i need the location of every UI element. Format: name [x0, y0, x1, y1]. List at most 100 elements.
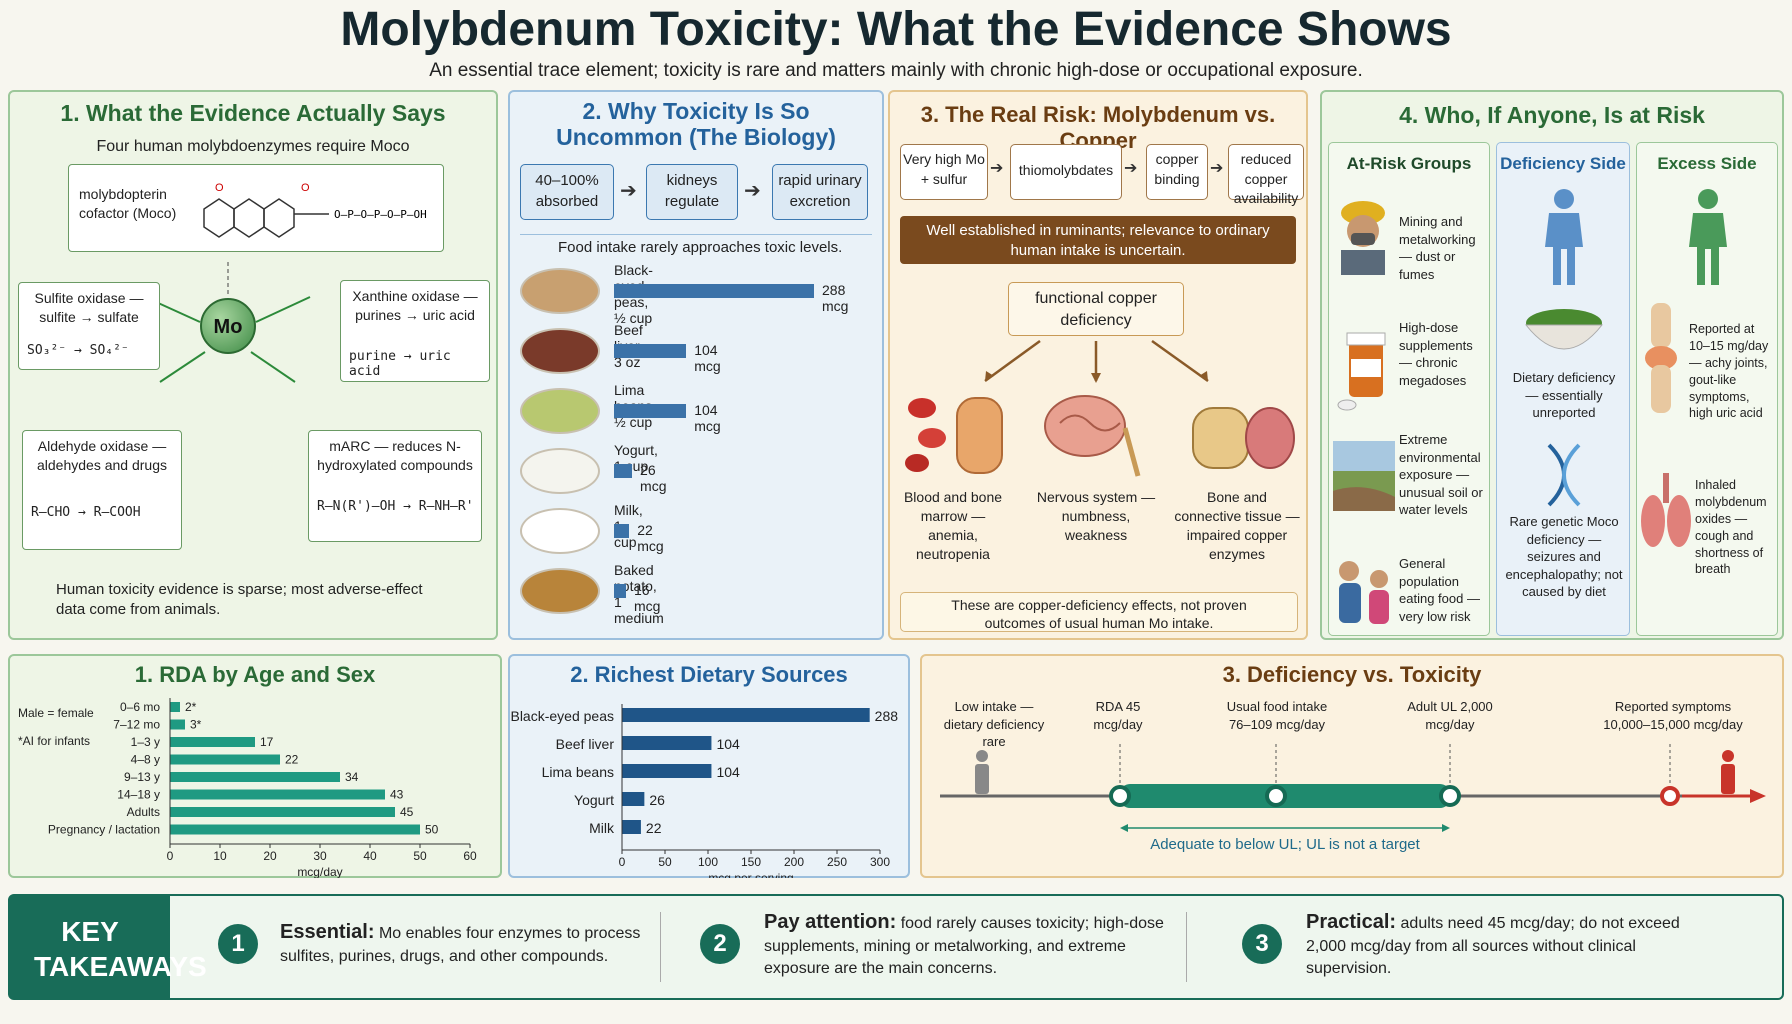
risk-group-supplements: High-dose supplements — chronic megadose… [1399, 320, 1473, 388]
svg-text:O: O [301, 182, 310, 194]
risk-group-environment: Extreme environmental exposure — unusual… [1399, 432, 1483, 518]
category-label: Milk [589, 820, 615, 836]
x-tick-label: 300 [870, 855, 890, 869]
food-image [520, 328, 600, 374]
food-bar [614, 464, 633, 478]
lungs-icon [1641, 473, 1691, 547]
flow-reduced-copper: reduced copper availability [1228, 144, 1304, 206]
value-label: 26 [649, 792, 665, 808]
value-label: 45 [400, 805, 414, 819]
biology-panel: 2. Why Toxicity Is So Uncommon (The Biol… [508, 90, 884, 640]
evidence-panel-title: 1. What the Evidence Actually Says [60, 100, 446, 126]
value-label: 2* [185, 700, 197, 714]
category-label: Beef liver [556, 736, 615, 752]
bar [170, 702, 180, 712]
copper-panel: 3. The Real Risk: Molybdenum vs. Copper … [888, 90, 1308, 640]
at-risk-column: At-Risk Groups Mining and metalworking —… [1328, 142, 1490, 636]
bar [622, 736, 712, 750]
bar [170, 807, 395, 817]
bar [622, 764, 712, 778]
moco-structure-icon: O–P–O–P–O–P–OH O O [203, 182, 427, 238]
value-label: 22 [646, 820, 662, 836]
bar [170, 737, 255, 747]
enzyme-aldehyde-oxidase: Aldehyde oxidase — aldehydes and drugs R… [22, 430, 182, 550]
food-image [520, 388, 600, 434]
svg-text:O: O [215, 182, 224, 194]
food-label: Black-eyed peas, ½ cup [614, 262, 653, 326]
value-label: 17 [260, 735, 274, 749]
mo-atom: Mo [200, 298, 256, 354]
food-value: 104 mcg [694, 402, 721, 434]
bar [170, 754, 280, 765]
food-image [520, 508, 600, 554]
supplements-icon [1337, 332, 1386, 411]
takeaway-head: Practical: [1306, 911, 1397, 933]
effect-arrows [984, 339, 1209, 383]
x-tick-label: 250 [827, 855, 847, 869]
takeaway-body: Mo enables four enzymes to process sulfi… [280, 925, 641, 965]
flow-kidneys: kidneys regulate [646, 164, 738, 220]
flow-mo-sulfur: Very high Mo + sulfur [900, 144, 988, 200]
sources-panel: 2. Richest Dietary Sources Black-eyed pe… [508, 654, 910, 878]
value-label: 288 [875, 708, 899, 724]
food-bar [614, 584, 626, 598]
enzyme-label: mARC — reduces N-hydroxylated compounds [317, 438, 473, 473]
moco-box: molybdopterin cofactor (Moco) O–P–O–P–O–… [68, 164, 444, 252]
enzyme-reaction: SO₃²⁻ → SO₄²⁻ [27, 343, 129, 358]
value-label: 34 [345, 770, 359, 784]
arrow-icon: ➔ [744, 180, 761, 202]
food-image [520, 268, 600, 314]
deficiency-dietary: Dietary deficiency — essentially unrepor… [1512, 370, 1616, 421]
category-label: 9–13 y [124, 770, 160, 784]
label-usual-intake: Usual food intake 76–109 mcg/day [1226, 699, 1328, 732]
bone-icon [1192, 407, 1295, 469]
moco-label: molybdopterin cofactor (Moco) [79, 186, 177, 221]
divider [1186, 912, 1187, 982]
takeaway-2: Pay attention: food rarely causes toxici… [764, 908, 1164, 981]
effect-nervous: Nervous system — numbness, weakness [1036, 489, 1156, 543]
x-tick-label: 10 [213, 849, 227, 863]
risk-panel-title: 4. Who, If Anyone, Is at Risk [1399, 102, 1705, 128]
enzyme-marc: mARC — reduces N-hydroxylated compounds … [308, 430, 482, 542]
arrow-icon: ➔ [1210, 160, 1224, 177]
category-label: 4–8 y [131, 753, 160, 767]
divider [660, 912, 661, 982]
value-label: 50 [425, 823, 439, 837]
deficiency-column: Deficiency Side Dietary deficiency — ess… [1496, 142, 1630, 636]
deficiency-toxicity-title: 3. Deficiency vs. Toxicity [1222, 662, 1482, 687]
enzyme-reaction: R–CHO → R–COOH [31, 505, 141, 520]
excess-column: Excess Side Reported at 10–15 mg/day — a… [1636, 142, 1778, 636]
blood-cells-icon [905, 397, 1003, 474]
evidence-intro: Four human molybdoenzymes require Moco [96, 138, 410, 155]
takeaway-3: Practical: adults need 45 mcg/day; do no… [1306, 908, 1696, 981]
arrow-icon: ➔ [620, 180, 637, 202]
enzyme-label: Sulfite oxidase — sulfite → sulfate [34, 290, 144, 325]
arrow-icon: ➔ [1124, 160, 1138, 177]
food-bar [614, 524, 630, 538]
knee-joint-icon [1645, 303, 1677, 413]
risk-group-general: General population eating food — very lo… [1399, 556, 1480, 624]
category-label: 0–6 mo [120, 700, 160, 714]
flow-absorbed: 40–100% absorbed [520, 164, 614, 220]
category-label: 1–3 y [131, 735, 160, 749]
category-label: Yogurt [574, 792, 614, 808]
key-takeaways-label: KEY TAKEAWAYS [10, 896, 207, 998]
food-bar [614, 284, 814, 298]
label-adult-ul: Adult UL 2,000 mcg/day [1407, 699, 1493, 732]
label-rda: RDA 45 mcg/day [1093, 699, 1143, 732]
deficiency-toxicity-panel: 3. Deficiency vs. Toxicity Low intake — … [920, 654, 1784, 878]
rda-panel: 1. RDA by Age and Sex Male = female *AI … [8, 654, 502, 878]
food-image [520, 448, 600, 494]
excess-header: Excess Side [1657, 154, 1757, 173]
brain-icon [1044, 395, 1141, 477]
x-tick-label: 100 [698, 855, 718, 869]
food-value: 22 mcg [637, 522, 664, 554]
category-label: 7–12 mo [113, 718, 160, 732]
effect-bone: Bone and connective tissue — impaired co… [1174, 489, 1300, 562]
food-image [520, 568, 600, 614]
environment-icon [1333, 441, 1395, 511]
takeaway-body: food rarely causes toxicity; high-dose s… [764, 915, 1164, 978]
x-axis-label: mcg/day [297, 865, 342, 878]
